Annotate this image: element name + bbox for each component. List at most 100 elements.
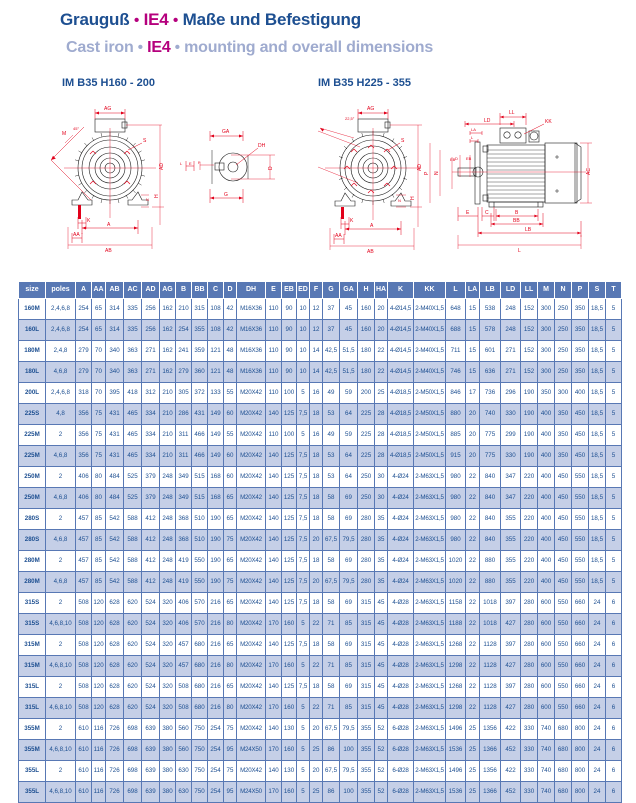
label-L-overall: L xyxy=(518,248,521,254)
cell-lb: 1128 xyxy=(479,676,501,698)
cell-ad: 271 xyxy=(141,340,160,362)
cell-l: 1188 xyxy=(445,613,466,635)
cell-m: 600 xyxy=(537,655,555,677)
cell-kk: 2-M63X1,5 xyxy=(413,655,446,677)
cell-kk: 2-M63X1,5 xyxy=(413,634,446,656)
cell-p: 800 xyxy=(571,718,589,740)
cell-ll: 190 xyxy=(520,403,538,425)
cell-kk: 2-M63X1,5 xyxy=(413,571,446,593)
cell-s: 18,5 xyxy=(588,403,606,425)
label-AD: AD xyxy=(159,163,165,170)
cell-e: 140 xyxy=(265,487,282,509)
cell-d: 80 xyxy=(223,613,237,635)
cell-aa: 120 xyxy=(91,655,106,677)
cell-lb: 538 xyxy=(479,298,501,320)
cell-lb: 880 xyxy=(479,550,501,572)
cell-s: 24 xyxy=(588,634,606,656)
table-col-header-n: N xyxy=(554,281,572,299)
cell-m: 400 xyxy=(537,508,555,530)
cell-la: 15 xyxy=(465,298,480,320)
cell-n: 250 xyxy=(554,340,572,362)
cell-b: 560 xyxy=(175,718,192,740)
cell-b: 305 xyxy=(175,382,192,404)
cell-b: 419 xyxy=(175,571,192,593)
cell-h: 280 xyxy=(357,529,375,551)
cell-ga: 59 xyxy=(339,424,358,446)
cell-size: 200L xyxy=(18,382,46,404)
cell-c: 149 xyxy=(207,424,224,446)
table-col-header-size: size xyxy=(18,281,46,299)
cell-size: 355M xyxy=(18,739,46,761)
cell-s: 18,5 xyxy=(588,508,606,530)
cell-a: 508 xyxy=(75,655,92,677)
cell-a: 457 xyxy=(75,571,92,593)
cell-k: 4-Ø18,5 xyxy=(387,403,414,425)
cell-p: 660 xyxy=(571,613,589,635)
cell-l: 1298 xyxy=(445,655,466,677)
cell-t: 5 xyxy=(605,361,622,383)
cell-m: 600 xyxy=(537,697,555,719)
cell-bb: 466 xyxy=(191,445,208,467)
label-S: S xyxy=(143,138,147,144)
cell-e: 140 xyxy=(265,550,282,572)
cell-poles: 2 xyxy=(45,718,76,740)
cell-n: 300 xyxy=(554,382,572,404)
cell-ld: 427 xyxy=(500,697,521,719)
cell-m: 600 xyxy=(537,613,555,635)
cell-n: 450 xyxy=(554,466,572,488)
cell-kk: 2-M40X1,5 xyxy=(413,340,446,362)
cell-la: 22 xyxy=(465,466,480,488)
cell-dh: M20X42 xyxy=(236,445,266,467)
cell-dh: M24X50 xyxy=(236,739,266,761)
cell-aa: 120 xyxy=(91,592,106,614)
cell-ld: 330 xyxy=(500,403,521,425)
cell-poles: 4,6,8,10 xyxy=(45,655,76,677)
cell-ab: 628 xyxy=(105,613,124,635)
cell-a: 279 xyxy=(75,361,92,383)
cell-f: 18 xyxy=(309,466,323,488)
cell-l: 846 xyxy=(445,382,466,404)
cell-ed: 7,5 xyxy=(296,571,310,593)
cell-d: 75 xyxy=(223,718,237,740)
cell-h: 315 xyxy=(357,655,375,677)
cell-f: 18 xyxy=(309,487,323,509)
table-col-header-e: E xyxy=(265,281,282,299)
caption-right-drawing: IM B35 H225 - 355 xyxy=(318,77,411,89)
cell-kk: 2-M63X1,5 xyxy=(413,550,446,572)
cell-ld: 397 xyxy=(500,592,521,614)
table-col-header-a: A xyxy=(75,281,92,299)
cell-g: 67,5 xyxy=(322,718,340,740)
cell-ha: 22 xyxy=(374,361,388,383)
cell-m: 740 xyxy=(537,760,555,782)
cell-ed: 7,5 xyxy=(296,466,310,488)
label-EB: EB xyxy=(450,157,456,162)
cell-p: 550 xyxy=(571,550,589,572)
cell-ld: 397 xyxy=(500,676,521,698)
cell-ga: 79,5 xyxy=(339,571,358,593)
cell-bb: 680 xyxy=(191,697,208,719)
cell-d: 60 xyxy=(223,445,237,467)
cell-lb: 1356 xyxy=(479,718,501,740)
label-A: A xyxy=(107,222,111,228)
cell-la: 25 xyxy=(465,760,480,782)
cell-d: 65 xyxy=(223,592,237,614)
cell-bb: 372 xyxy=(191,382,208,404)
label-LB: LB xyxy=(525,227,532,233)
cell-ad: 412 xyxy=(141,529,160,551)
cell-ga: 59 xyxy=(339,382,358,404)
cell-ab: 542 xyxy=(105,508,124,530)
cell-kk: 2-M63X1,5 xyxy=(413,487,446,509)
cell-size: 250M xyxy=(18,466,46,488)
cell-ab: 542 xyxy=(105,571,124,593)
cell-p: 350 xyxy=(571,319,589,341)
cell-eb: 125 xyxy=(281,571,297,593)
label-EB: EB xyxy=(466,156,472,161)
cell-k: 4-Ø28 xyxy=(387,634,414,656)
cell-l: 885 xyxy=(445,424,466,446)
cell-ga: 51,5 xyxy=(339,361,358,383)
cell-k: 4-Ø14,5 xyxy=(387,340,414,362)
cell-la: 22 xyxy=(465,550,480,572)
